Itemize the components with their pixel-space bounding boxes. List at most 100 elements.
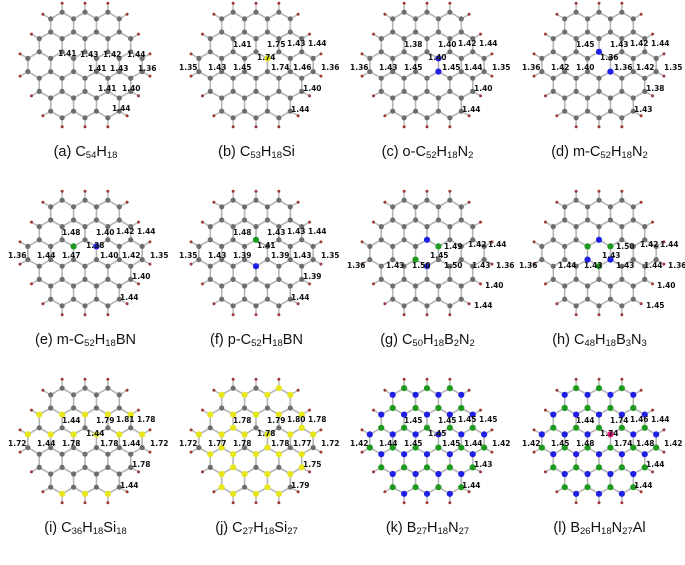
aluminum-atom (607, 431, 614, 438)
carbon-atom (116, 257, 122, 263)
carbon-atom (264, 243, 271, 249)
carbon-atom (287, 108, 293, 114)
carbon-atom (105, 237, 111, 243)
carbon-atom (207, 36, 213, 42)
carbon-atom (219, 55, 225, 62)
carbon-atom (310, 445, 316, 451)
carbon-atom (539, 69, 545, 75)
carbon-atom (207, 49, 213, 55)
carbon-atom (82, 197, 88, 203)
bond-length-label: 1.42 (458, 39, 477, 48)
carbon-atom (619, 224, 625, 230)
carbon-atom (59, 88, 65, 94)
carbon-atom (82, 115, 88, 121)
bond-length-label: 1.44 (646, 460, 665, 469)
carbon-atom (287, 69, 293, 75)
boron-atom (653, 444, 660, 451)
boron-atom (435, 484, 442, 491)
nitrogen-atom (618, 451, 625, 458)
formula-element: B (570, 520, 580, 536)
carbon-atom (230, 75, 236, 81)
formula-element: C (232, 520, 243, 536)
formula-element: B (282, 332, 293, 348)
carbon-atom (82, 75, 88, 81)
carbon-atom (367, 55, 373, 62)
bond-length-label: 1.44 (120, 481, 139, 490)
carbon-atom (253, 276, 259, 282)
carbon-atom (70, 95, 77, 101)
boron-atom (458, 404, 465, 412)
carbon-atom (82, 451, 88, 457)
formula-element: H (595, 332, 606, 348)
carbon-atom (596, 303, 602, 309)
nitrogen-atom (561, 470, 568, 478)
nitrogen-atom (607, 470, 614, 478)
heavy-atoms (538, 385, 660, 497)
bond-length-label: 1.41 (233, 40, 252, 49)
carbon-atom (596, 36, 602, 42)
formula-element: C (401, 332, 413, 348)
carbon-atom (196, 55, 202, 62)
bond-length-label: 1.78 (132, 460, 151, 469)
nitrogen-atom (641, 411, 648, 418)
silicon-atom (93, 431, 100, 438)
nitrogen-atom (423, 451, 431, 458)
carbon-atom (447, 197, 453, 203)
bond-length-label: 1.43 (293, 251, 312, 260)
carbon-atom (287, 243, 293, 249)
bond-length-label: 1.42 (664, 439, 683, 448)
carbon-atom (70, 471, 77, 477)
formula-subscript: 18 (437, 526, 449, 537)
bond-length-label: 1.44 (122, 439, 141, 448)
nitrogen-atom (446, 451, 453, 458)
carbon-atom (48, 16, 54, 22)
nitrogen-atom (401, 451, 408, 458)
bond-length-label: 1.43 (386, 261, 405, 270)
bond-length-label: 1.40 (96, 228, 115, 237)
carbon-atom (642, 36, 648, 42)
bond-length-label: 1.43 (472, 261, 491, 270)
silicon-atom (241, 470, 248, 478)
carbon-atom (630, 95, 636, 101)
bond-length-label: 1.36 (347, 261, 366, 270)
carbon-atom (139, 69, 145, 75)
carbon-atom (241, 204, 248, 210)
bond-length-label: 1.79 (96, 416, 115, 425)
nitrogen-atom (252, 263, 260, 270)
carbon-atom (93, 69, 100, 75)
bond-length-label: 1.42 (116, 227, 135, 236)
carbon-atom (116, 243, 122, 249)
silicon-atom (218, 484, 225, 491)
nitrogen-atom (412, 391, 419, 398)
carbon-atom (93, 257, 100, 263)
nitrogen-atom (618, 490, 625, 497)
carbon-atom (59, 276, 65, 282)
silicon-atom (24, 431, 31, 438)
boron-atom (573, 464, 580, 471)
carbon-atom (562, 55, 568, 62)
bond-length-label: 1.48 (62, 228, 81, 237)
carbon-atom (128, 464, 134, 470)
silicon-atom (241, 431, 248, 438)
carbon-atom (116, 445, 122, 451)
carbon-atom (230, 385, 236, 391)
caption-prefix: (i) (44, 520, 62, 536)
carbon-atom (36, 36, 42, 42)
carbon-atom (48, 405, 54, 411)
carbon-atom (584, 95, 591, 101)
carbon-atom (70, 29, 77, 35)
carbon-atom (642, 49, 648, 55)
nitrogen-atom (584, 256, 591, 263)
carbon-atom (573, 224, 579, 230)
carbon-atom (390, 296, 396, 302)
boron-atom (538, 444, 545, 451)
caption-prefix: (k) (385, 520, 407, 536)
carbon-atom (596, 197, 602, 203)
